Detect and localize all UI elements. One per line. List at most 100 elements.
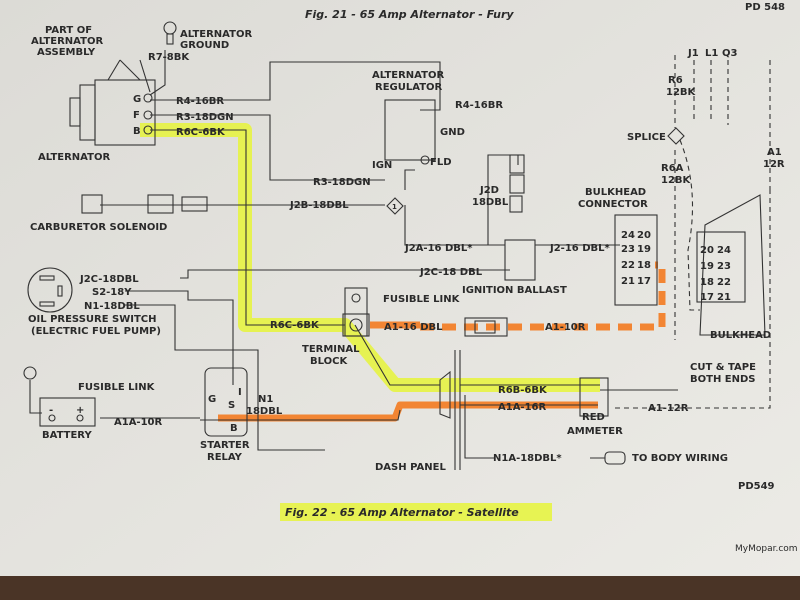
- wires: [29, 50, 771, 459]
- label: S: [228, 400, 235, 411]
- label: J1: [687, 48, 699, 59]
- pin: 20: [700, 245, 714, 256]
- label: CARBURETOR SOLENOID: [30, 222, 167, 233]
- terminal-block-icon: [342, 287, 370, 337]
- wire-label: J2D: [479, 185, 499, 196]
- wire-label: N1A-18DBL*: [493, 453, 562, 464]
- ammeter-icon: [579, 377, 609, 417]
- wire-label: 12R: [763, 159, 785, 170]
- wire-label: J2C-18DBL: [79, 274, 139, 285]
- wire-label: A1: [767, 147, 782, 158]
- label: L1: [705, 48, 718, 59]
- wire-label: J2C-18 DBL: [419, 267, 483, 278]
- ballast-icon: [504, 154, 536, 281]
- label: BOTH ENDS: [690, 374, 756, 385]
- wire-label: A1-10R: [545, 322, 586, 333]
- wire-label: 12BK: [661, 175, 692, 186]
- label: TERMINAL: [302, 344, 360, 355]
- wire-label: R4-16BR: [176, 96, 224, 107]
- pin: 17: [637, 276, 651, 287]
- label: (ELECTRIC FUEL PUMP): [31, 326, 161, 337]
- pin: 18: [700, 277, 714, 288]
- orange-dashed-highlight: [420, 261, 666, 331]
- terminal-label: F: [133, 110, 140, 121]
- label: PART OF: [45, 25, 92, 36]
- terminal-label: G: [133, 94, 141, 105]
- pin: 18: [637, 260, 651, 271]
- label: IGNITION BALLAST: [462, 285, 567, 296]
- label: ALTERNATOR: [38, 152, 110, 163]
- wire-label: J2B-18DBL: [289, 200, 349, 211]
- wire-label: R6C-6BK: [176, 127, 226, 138]
- label: GND: [440, 127, 465, 138]
- pin: 21: [621, 276, 635, 287]
- wire-label: N1: [258, 394, 273, 405]
- splice-icon: [667, 127, 685, 145]
- pin: 19: [637, 244, 651, 255]
- wood-table: [0, 576, 800, 600]
- wire-label: 18DBL: [246, 406, 283, 417]
- wire-label: R3-18DGN: [313, 177, 371, 188]
- label: SPLICE: [627, 132, 666, 143]
- wire-label: 18DBL: [472, 197, 509, 208]
- label: REGULATOR: [375, 82, 443, 93]
- fig21-code: PD 548: [745, 2, 785, 13]
- pin: 20: [637, 230, 651, 241]
- wire-label: J2-16 DBL*: [549, 243, 611, 254]
- label: STARTER: [200, 440, 250, 451]
- wire-label: A1A-10R: [114, 417, 163, 428]
- label: ALTERNATOR: [31, 36, 103, 47]
- caption-highlight: [280, 503, 552, 521]
- pin: 23: [717, 261, 731, 272]
- label: CONNECTOR: [578, 199, 648, 210]
- terminal-label: B: [133, 126, 141, 137]
- label: BULKHEAD: [585, 187, 646, 198]
- label: TO BODY WIRING: [632, 453, 728, 464]
- label: +: [76, 405, 84, 416]
- wire-label: A1-12R: [648, 403, 689, 414]
- wire-label: A1-16 DBL: [384, 322, 443, 333]
- pin: 24: [717, 245, 731, 256]
- bulkhead-outline: [699, 194, 766, 336]
- bulkhead-block: [696, 231, 746, 303]
- wire-label: R7-8BK: [148, 52, 190, 63]
- pin: 21: [717, 292, 731, 303]
- wire-label: R6C-6BK: [270, 320, 320, 331]
- bulkhead-connector: [614, 214, 658, 306]
- regulator-icon: [384, 99, 436, 165]
- starter-relay-icon: [204, 367, 248, 437]
- dash-panel-icon: [439, 350, 461, 470]
- label: BULKHEAD: [710, 330, 771, 341]
- battery-icon: [23, 366, 96, 427]
- pin: 23: [621, 244, 635, 255]
- label: DASH PANEL: [375, 462, 446, 473]
- label: FUSIBLE LINK: [78, 382, 156, 393]
- label: OIL PRESSURE SWITCH: [28, 314, 157, 325]
- wire-label: R3-18DGN: [176, 112, 234, 123]
- paper: [0, 0, 800, 578]
- pin: 22: [621, 260, 635, 271]
- alternator-icon: [69, 79, 156, 146]
- fusible-link-icon: [464, 317, 508, 337]
- pin: 22: [717, 277, 731, 288]
- carb-solenoid-icon: [81, 194, 208, 214]
- label: ASSEMBLY: [37, 47, 96, 58]
- label: BATTERY: [42, 430, 92, 441]
- label: CUT & TAPE: [690, 362, 756, 373]
- fig21-title: Fig. 21 - 65 Amp Alternator - Fury: [305, 8, 514, 21]
- label: ALTERNATOR: [372, 70, 444, 81]
- wire-label: R6A: [661, 163, 684, 174]
- wire-label: N1-18DBL: [84, 301, 140, 312]
- label: 1: [392, 203, 397, 211]
- label: AMMETER: [567, 426, 623, 437]
- oil-switch-icon: [27, 267, 73, 313]
- watermark: MyMopar.com: [735, 544, 798, 554]
- pin: 24: [621, 230, 635, 241]
- label: B: [230, 423, 238, 434]
- label: I: [238, 387, 242, 398]
- label: ALTERNATOR: [180, 29, 252, 40]
- splice-diamond-icon: [386, 197, 404, 215]
- pin: 17: [700, 292, 714, 303]
